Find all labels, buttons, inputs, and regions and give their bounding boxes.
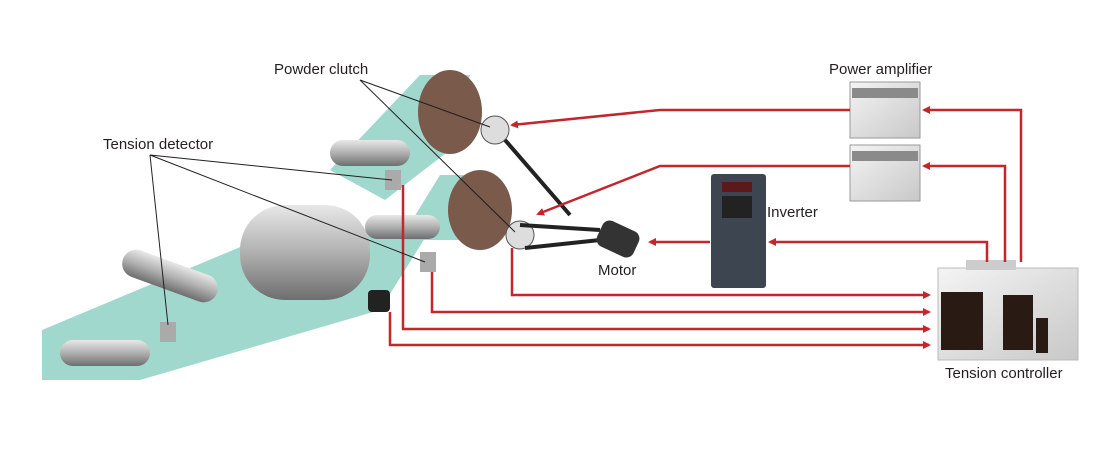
label-tension-controller: Tension controller (945, 365, 1063, 382)
signal-amp1-to-clutch (510, 108, 850, 129)
roller (330, 140, 410, 166)
clutch-gear-upper (480, 115, 510, 145)
inverter-unit (711, 174, 766, 288)
label-motor: Motor (598, 262, 637, 279)
label-tension-detector: Tension detector (103, 136, 214, 153)
signal-amp2-to-clutch (536, 164, 850, 216)
signal-feedback-1 (510, 248, 931, 299)
roller (122, 249, 218, 303)
signal-feedback-4 (388, 312, 931, 349)
signal-controller-to-amp2 (922, 162, 1007, 262)
clutch-reel-lower (448, 170, 512, 250)
clutch-gear-lower (505, 220, 535, 250)
label-power-amplifier: Power amplifier (829, 61, 933, 78)
encoder (368, 290, 390, 312)
tension-controller-unit (937, 260, 1079, 361)
signal-feedback-2 (430, 272, 931, 316)
signal-feedback-3 (401, 185, 931, 333)
web-machine (42, 70, 640, 380)
tension-detector-2 (420, 252, 436, 272)
leader-lines (149, 79, 516, 326)
power-amplifier-1 (849, 81, 921, 139)
motor-body (596, 220, 640, 258)
signal-controller-to-amp1 (922, 106, 1023, 262)
signal-lines (388, 106, 1023, 349)
tension-detector-1 (385, 170, 401, 190)
label-inverter: Inverter (767, 204, 818, 221)
clutch-reel-upper (418, 70, 482, 154)
tension-detector-3 (160, 322, 176, 342)
drum-roller (240, 205, 370, 300)
label-powder-clutch: Powder clutch (274, 61, 369, 78)
drive-belt (503, 138, 601, 250)
signal-controller-to-inverter (768, 238, 989, 262)
roller (60, 340, 150, 366)
power-amplifier-2 (849, 144, 921, 202)
